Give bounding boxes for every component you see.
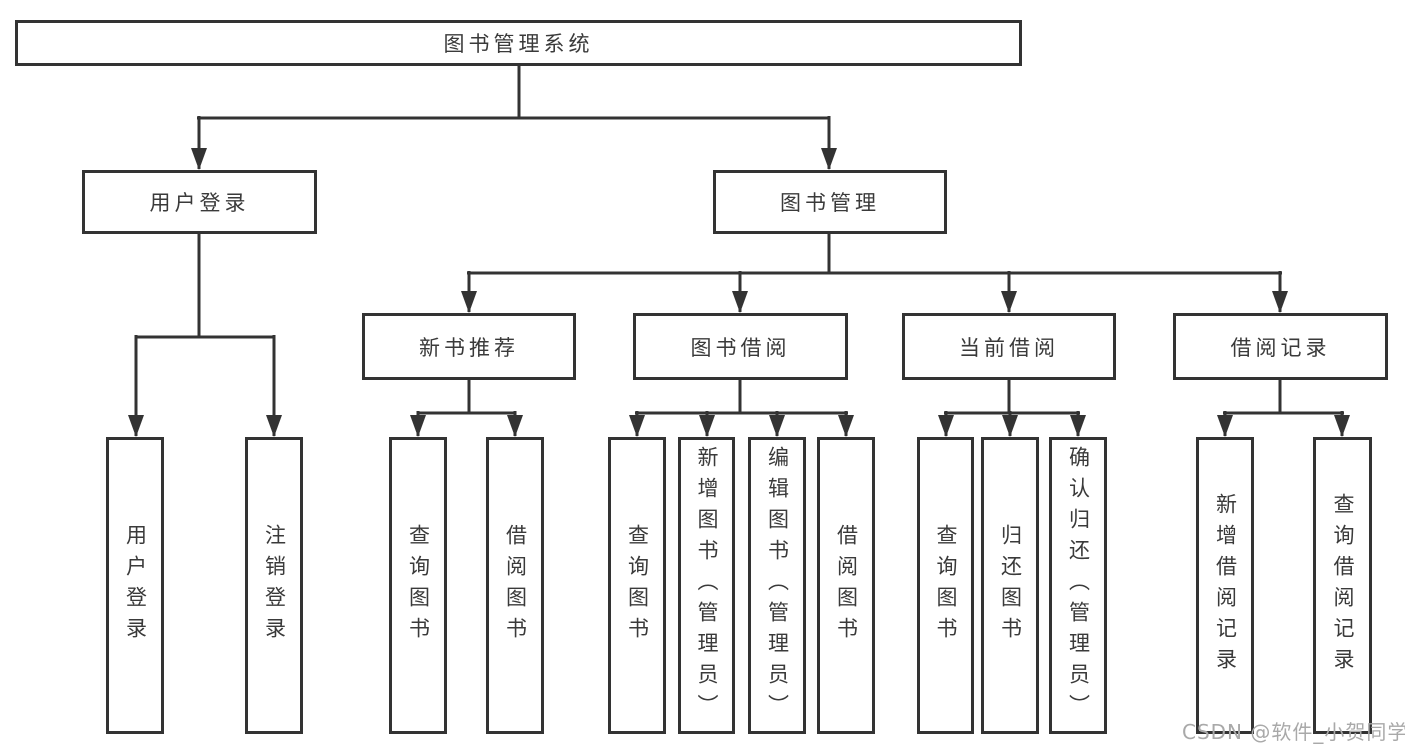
connector-current-borrowing-to-leaves <box>938 380 1086 437</box>
watermark-text: CSDN @软件_小贺同学 <box>1182 720 1405 744</box>
node-borrowing-records: 借阅记录 <box>1173 313 1388 380</box>
leaf-user-login: 用户登录 <box>106 437 164 734</box>
connector-book-borrowing-to-leaves <box>629 380 854 437</box>
leaf-return-books: 归还图书 <box>981 437 1039 734</box>
node-root-system: 图书管理系统 <box>15 20 1022 66</box>
node-book-borrowing: 图书借阅 <box>633 313 848 380</box>
connector-user-login-to-leaves <box>128 234 282 437</box>
connector-root-to-level2 <box>191 66 837 170</box>
leaf-recommend-search-books: 查询图书 <box>389 437 447 734</box>
leaf-current-search-books: 查询图书 <box>917 437 974 734</box>
leaf-add-borrowing-record: 新增借阅记录 <box>1196 437 1254 734</box>
node-current-borrowing: 当前借阅 <box>902 313 1116 380</box>
connector-book-mgmt-to-level3 <box>461 234 1288 313</box>
leaf-recommend-borrow-books: 借阅图书 <box>486 437 544 734</box>
leaf-confirm-return-admin: 确认归还（管理员） <box>1049 437 1107 734</box>
connector-borrowing-records-to-leaves <box>1217 380 1350 437</box>
node-user-login: 用户登录 <box>82 170 317 234</box>
node-new-book-recommend: 新书推荐 <box>362 313 576 380</box>
leaf-search-borrowing-record: 查询借阅记录 <box>1313 437 1372 734</box>
leaf-logout: 注销登录 <box>245 437 303 734</box>
leaf-add-books-admin: 新增图书（管理员） <box>678 437 735 734</box>
leaf-borrowing-search-books: 查询图书 <box>608 437 666 734</box>
leaf-edit-books-admin: 编辑图书（管理员） <box>748 437 806 734</box>
leaf-borrowing-borrow-books: 借阅图书 <box>817 437 875 734</box>
node-book-management: 图书管理 <box>713 170 947 234</box>
connector-new-book-to-leaves <box>410 380 523 437</box>
